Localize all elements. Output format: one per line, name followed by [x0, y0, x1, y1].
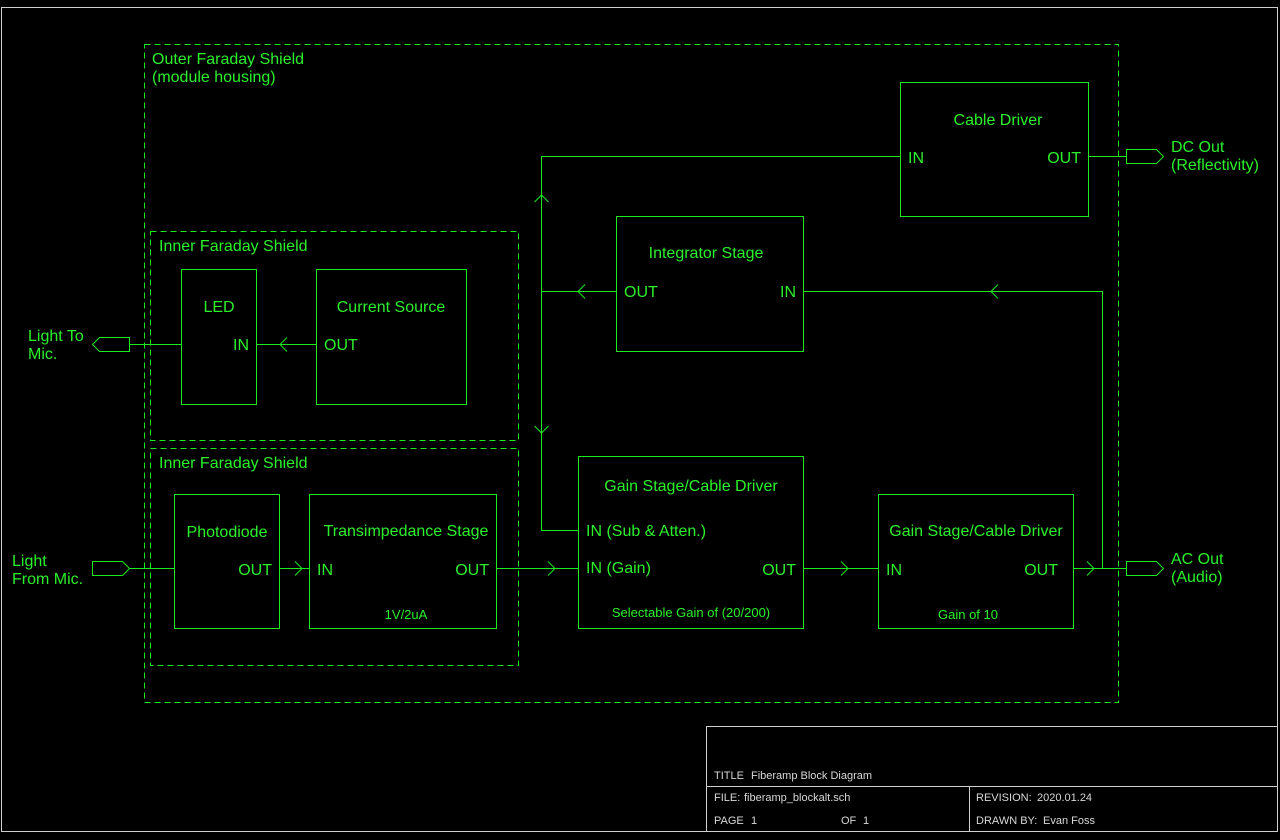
current-source-block	[316, 269, 467, 405]
arrow-down-to-gain1	[534, 425, 549, 434]
of-value: 1	[863, 815, 869, 827]
gain-stage-2-out-label: OUT	[1024, 562, 1058, 579]
light-from-mic-sublabel: From Mic.	[12, 571, 83, 588]
title-label: TITLE	[714, 770, 744, 782]
outer-shield-label: Outer Faraday Shield	[152, 51, 304, 68]
gain-stage-2-note: Gain of 10	[938, 607, 998, 622]
arrow-to-led	[279, 337, 288, 352]
file-value: fiberamp_blockalt.sch	[744, 792, 850, 804]
title-block-frame	[706, 726, 1278, 832]
gain-stage-2-in-label: IN	[886, 562, 902, 579]
outer-faraday-shield	[144, 44, 1119, 703]
port-dc-out	[1126, 149, 1165, 164]
title-block: TITLE Fiberamp Block Diagram FILE: fiber…	[706, 726, 1278, 832]
integrator-in-label: IN	[780, 284, 796, 301]
arrow-to-gain1	[547, 561, 556, 576]
photodiode-title: Photodiode	[187, 524, 268, 541]
cable-driver-in-label: IN	[908, 150, 924, 167]
transimpedance-block	[309, 494, 497, 629]
photodiode-out-label: OUT	[238, 562, 272, 579]
photodiode-block	[174, 494, 280, 629]
gain-stage-1-note: Selectable Gain of (20/200)	[612, 605, 770, 620]
cable-driver-out-label: OUT	[1047, 150, 1081, 167]
file-label: FILE:	[714, 792, 740, 804]
integrator-title: Integrator Stage	[649, 245, 764, 262]
drawn-by-label: DRAWN BY:	[976, 815, 1037, 827]
gain-stage-1-in-sub-label: IN (Sub & Atten.)	[586, 523, 706, 540]
led-in-label: IN	[233, 337, 249, 354]
inner-shield-bottom-label: Inner Faraday Shield	[159, 455, 308, 472]
gain-stage-1-in-gain-label: IN (Gain)	[586, 560, 651, 577]
inner-shield-top-label: Inner Faraday Shield	[159, 238, 308, 255]
gain-stage-2-block	[878, 494, 1074, 629]
dc-out-label: DC Out	[1171, 139, 1225, 156]
page-label: PAGE	[714, 815, 744, 827]
port-light-to-mic	[91, 337, 130, 352]
cable-driver-block	[900, 82, 1089, 217]
led-block	[181, 269, 257, 405]
page-value: 1	[751, 815, 757, 827]
of-label: OF	[841, 815, 857, 827]
transimpedance-title: Transimpedance Stage	[324, 523, 489, 540]
outer-shield-sublabel: (module housing)	[152, 69, 276, 86]
wire-bus	[541, 156, 900, 531]
light-to-mic-label: Light To	[28, 328, 84, 345]
arrow-up-to-cable-driver	[534, 194, 549, 203]
current-source-out-label: OUT	[324, 337, 358, 354]
arrow-to-gain2	[840, 561, 849, 576]
led-title: LED	[203, 299, 234, 316]
port-ac-out	[1126, 561, 1165, 576]
integrator-block	[616, 216, 804, 352]
revision-label: REVISION:	[976, 792, 1032, 804]
gain-stage-1-out-label: OUT	[762, 562, 796, 579]
integrator-out-label: OUT	[624, 284, 658, 301]
light-to-mic-sublabel: Mic.	[28, 346, 57, 363]
arrow-to-ac-out	[1086, 561, 1095, 576]
wires	[129, 156, 1126, 576]
arrow-integrator-out	[577, 284, 586, 299]
wire-output-to-integrator	[803, 291, 1103, 569]
ac-out-label: AC Out	[1171, 551, 1224, 568]
port-light-from-mic	[92, 561, 131, 576]
arrow-to-tia	[294, 561, 303, 576]
gain-stage-1-block	[578, 456, 804, 629]
arrow-to-integrator	[990, 284, 999, 299]
transimpedance-in-label: IN	[317, 562, 333, 579]
ac-out-sublabel: (Audio)	[1171, 569, 1223, 586]
drawing-frame	[1, 7, 1278, 832]
inner-faraday-shield-top	[150, 231, 519, 441]
current-source-title: Current Source	[337, 299, 446, 316]
transimpedance-note: 1V/2uA	[385, 607, 428, 622]
gain-stage-2-title: Gain Stage/Cable Driver	[889, 523, 1063, 540]
inner-faraday-shield-bottom	[150, 448, 519, 666]
dc-out-sublabel: (Reflectivity)	[1171, 157, 1259, 174]
revision-value: 2020.01.24	[1037, 792, 1092, 804]
gain-stage-1-title: Gain Stage/Cable Driver	[604, 478, 778, 495]
transimpedance-out-label: OUT	[455, 562, 489, 579]
cable-driver-title: Cable Driver	[954, 112, 1044, 129]
title-value: Fiberamp Block Diagram	[751, 770, 872, 782]
drawn-by-value: Evan Foss	[1043, 815, 1095, 827]
light-from-mic-label: Light	[12, 553, 47, 570]
